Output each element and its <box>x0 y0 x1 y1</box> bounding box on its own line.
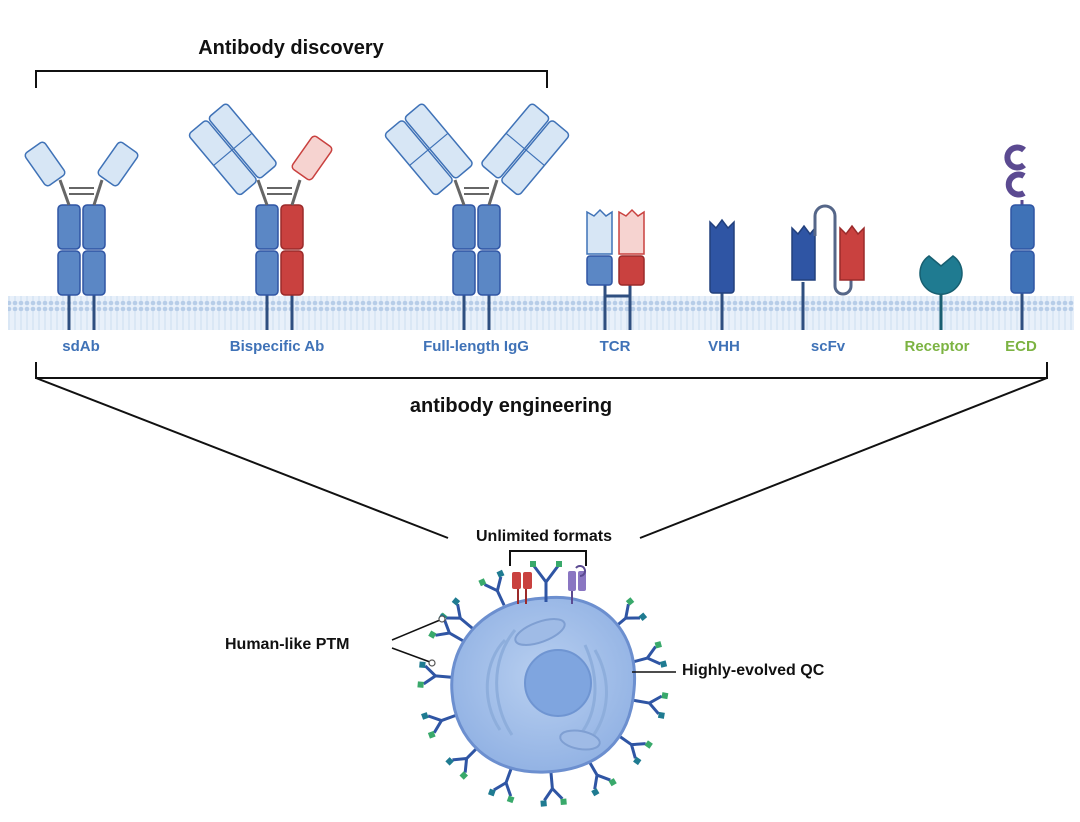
surface-antibody-icon <box>487 767 515 804</box>
format-label-vhh: VHH <box>708 338 740 355</box>
ptm-marker <box>438 615 446 623</box>
cell-igg-icon <box>530 561 562 602</box>
format-label-sdab: sdAb <box>62 338 100 355</box>
format-label-tcr: TCR <box>599 338 631 355</box>
funnel-line-left <box>35 377 449 539</box>
engineering-bracket <box>35 362 1048 379</box>
mitochondrion <box>514 618 566 646</box>
mitochondrion <box>559 729 601 751</box>
highly-evolved-qc-label: Highly-evolved QC <box>682 662 825 679</box>
funnel-line-right <box>639 377 1048 539</box>
surface-antibody-icon <box>445 746 479 780</box>
receptor-icon <box>919 255 963 330</box>
format-label-igg: Full-length IgG <box>423 338 529 355</box>
ptm-marker <box>428 659 436 667</box>
surface-antibody-icon <box>587 760 617 797</box>
surface-antibodies <box>417 569 669 807</box>
surface-antibody-icon <box>540 772 567 807</box>
scfv-icon <box>791 204 865 330</box>
format-label-receptor: Receptor <box>904 338 970 355</box>
surface-antibody-icon <box>633 692 669 719</box>
surface-antibody-icon <box>417 661 452 688</box>
endoplasmic-reticulum <box>485 629 608 741</box>
discovery-bracket <box>35 70 548 88</box>
format-label-ecd: ECD <box>1005 338 1037 355</box>
ptm-pointer-lines <box>391 619 441 663</box>
vhh-icon <box>709 218 735 330</box>
surface-antibody-icon <box>421 712 458 739</box>
unlimited-formats-label: Unlimited formats <box>475 528 613 545</box>
antibody-engineering-title: antibody engineering <box>409 395 613 417</box>
human-like-ptm-label: Human-like PTM <box>225 636 350 653</box>
cell-ecd-icon <box>568 565 586 604</box>
cell-membrane <box>8 296 1074 330</box>
format-label-scfv: scFv <box>810 338 846 355</box>
format-label-bispecific: Bispecific Ab <box>229 338 325 355</box>
nucleus <box>524 649 592 717</box>
bispecific-antibody-icon <box>188 103 333 330</box>
producer-cell <box>417 561 669 807</box>
surface-antibody-icon <box>478 569 506 606</box>
surface-antibody-icon <box>612 597 648 630</box>
cell-tcr-icon <box>512 572 532 604</box>
sdab-icon <box>24 141 139 330</box>
antibody-discovery-title: Antibody discovery <box>198 37 384 59</box>
ecd-icon <box>1004 144 1035 330</box>
tcr-icon <box>586 208 645 330</box>
igg-icon <box>384 103 570 330</box>
unlimited-formats-bracket <box>509 550 587 566</box>
